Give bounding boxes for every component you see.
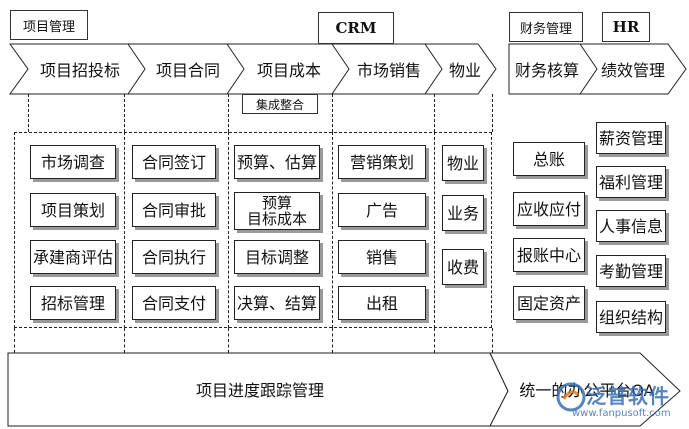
phase-finance-accounting: 财务核算 [514,61,579,80]
module-contract-payment: 合同支付 [132,286,216,320]
module-receivables-payables: 应收应付 [513,192,585,226]
phase-marketing: 市场销售 [356,61,421,80]
column-divider [228,132,229,328]
phase-cost: 项目成本 [256,61,321,80]
tag-crm: CRM [318,12,394,44]
module-general-ledger: 总账 [513,142,585,176]
connector-line [124,328,125,353]
connector-line [14,328,15,353]
tag-finance-management: 财务管理 [509,12,583,42]
module-contract-signing: 合同签订 [132,145,216,179]
tag-project-management: 项目管理 [10,10,88,40]
module-final-settlement: 决算、结算 [234,286,320,320]
module-project-planning: 项目策划 [30,193,116,227]
module-sales: 销售 [338,240,426,274]
module-target-adjustment: 目标调整 [234,240,320,274]
module-marketing-planning: 营销策划 [338,145,426,179]
connector-line [434,94,435,132]
connector-line [492,94,493,132]
tag-hr: HR [602,12,650,42]
module-payroll: 薪资管理 [596,122,666,154]
tracking-label: 项目进度跟踪管理 [195,381,324,400]
connector-line [332,328,333,353]
phase-property: 物业 [448,61,481,80]
project-modules-group [14,132,492,328]
module-benefits: 福利管理 [596,166,666,198]
connector-line [228,328,229,353]
fanpu-logo-icon [556,382,586,412]
phase-contract: 项目合同 [155,61,220,80]
watermark-brand: 泛普软件 [586,384,670,408]
column-divider [332,132,333,328]
connector-line [434,328,435,353]
phase-performance: 绩效管理 [600,61,665,80]
watermark-url: www.fanpusoft.com [572,408,671,419]
module-target-cost: 预算 目标成本 [234,192,320,230]
module-attendance: 考勤管理 [596,255,666,287]
module-fixed-assets: 固定资产 [513,286,585,320]
module-contract-approval: 合同审批 [132,193,216,227]
project-phase-arrow-bar [9,43,497,95]
connector-line [228,94,229,132]
connector-line [492,328,493,353]
integration-label: 集成整合 [242,94,318,114]
module-leasing: 出租 [338,286,426,320]
module-contract-execution: 合同执行 [132,240,216,274]
oa-arrow [489,352,681,427]
module-property: 物业 [442,145,484,181]
module-org-structure: 组织结构 [596,301,666,333]
phase-bidding: 项目招投标 [39,61,120,80]
phase-divider [127,43,146,95]
phase-divider [226,43,245,95]
connector-line [124,94,125,132]
module-personnel-info: 人事信息 [596,210,666,242]
column-divider [434,132,435,328]
column-divider [124,132,125,328]
module-budget-estimate: 预算、估算 [234,145,320,179]
watermark-logo: 泛普软件 www.fanpusoft.com [556,378,684,426]
module-tender-management: 招标管理 [30,286,116,320]
oa-label: 统一的办公平台OA [519,381,655,400]
module-advertising: 广告 [338,193,426,227]
module-business: 业务 [442,195,484,231]
connector-line [28,94,29,132]
phase-divider [331,43,350,95]
phase-divider [424,43,443,95]
module-contractor-evaluation: 承建商评估 [30,240,116,274]
phase-divider [579,43,598,95]
module-fees: 收费 [442,249,484,285]
module-reimbursement-center: 报账中心 [513,238,585,272]
connector-line [332,94,333,132]
module-market-research: 市场调查 [30,145,116,179]
